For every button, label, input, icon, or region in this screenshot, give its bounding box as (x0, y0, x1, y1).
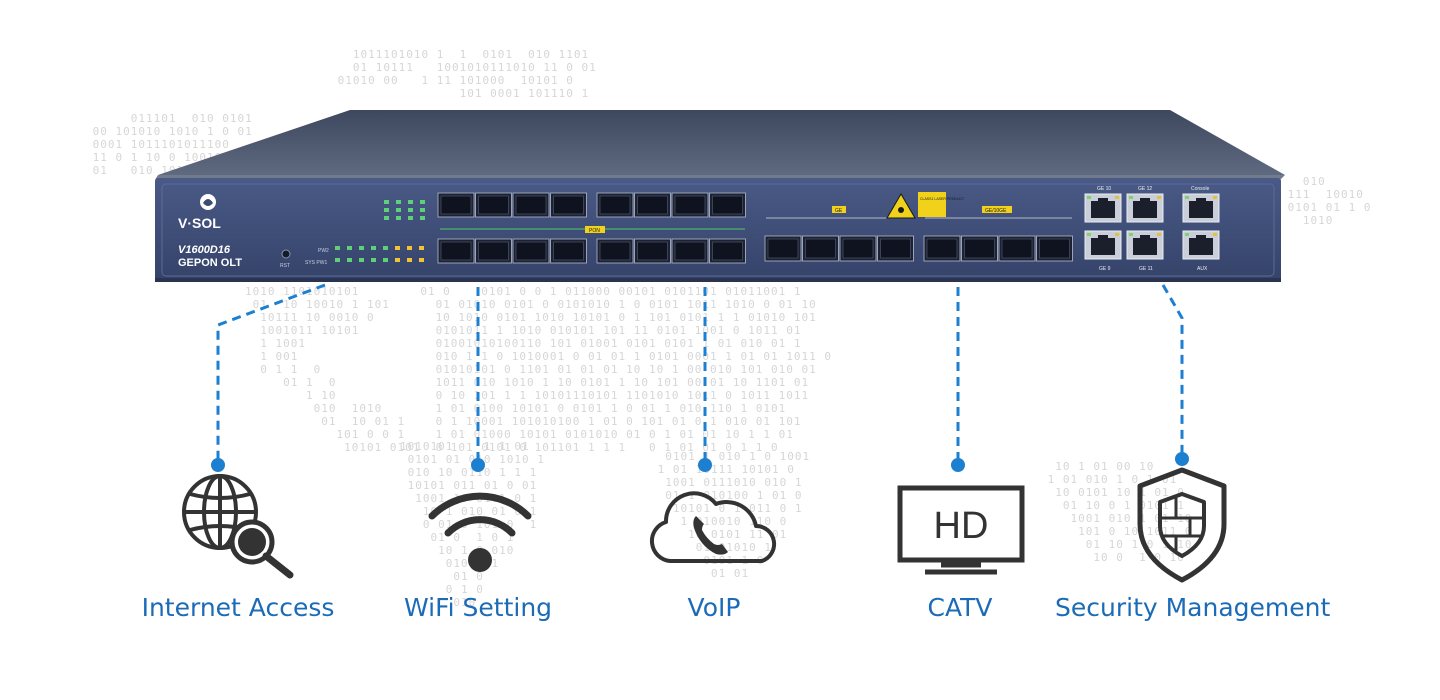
ge-label: GE (835, 208, 843, 214)
connector-internet (216, 283, 326, 462)
led (396, 200, 401, 204)
aux-label: AUX (1197, 266, 1208, 272)
rst-label: RST (280, 263, 290, 269)
sys-pw1-label: SYS PW1 (305, 260, 327, 266)
caption-security-management: Security Management (1055, 593, 1331, 622)
led (335, 258, 340, 262)
connector-dot-internet (211, 458, 225, 472)
shield-icon (1137, 467, 1227, 583)
device-top-lid (158, 110, 1285, 175)
led (419, 246, 424, 250)
ge-label-badge (832, 206, 846, 213)
status-leds (335, 200, 425, 262)
led (408, 200, 413, 204)
laser-warning-icon (886, 193, 916, 219)
led (359, 258, 364, 262)
led (420, 208, 425, 212)
binary-background-left: 011101 010 0101 00 101010 1010 1 0 01 00… (92, 112, 253, 177)
pw2-label: PW2 (318, 248, 329, 254)
led (347, 246, 352, 250)
caption-voip: VoIP (687, 593, 741, 622)
cloud-phone-icon (649, 491, 777, 563)
led (384, 200, 389, 204)
binary-background-top: 1011101010 1 1 0101 010 1101 01 10111 10… (337, 48, 597, 100)
led (347, 258, 352, 262)
device-type-text: GEPON OLT (178, 257, 242, 269)
ge11-port-label: GE 11 (1139, 266, 1153, 272)
ge9-port-label: GE 9 (1099, 266, 1111, 272)
caption-internet-access: Internet Access (141, 593, 335, 622)
led (384, 216, 389, 220)
led (395, 246, 400, 250)
laser-class-label (918, 192, 946, 217)
globe-search-icon (182, 474, 294, 579)
wifi-icon (428, 492, 532, 572)
connector-dot-voip (698, 458, 712, 472)
vsol-logo-icon (200, 194, 216, 210)
led (395, 258, 400, 262)
connector-security (1161, 284, 1184, 456)
led (408, 208, 413, 212)
led (396, 208, 401, 212)
led (359, 246, 364, 250)
binary-background-mid: 0101 1 010 1 0 1001 1 01 10111 10101 0 1… (657, 450, 811, 580)
console-label: Console (1191, 186, 1210, 192)
ethernet-ports (1084, 193, 1220, 260)
caption-catv: CATV (927, 593, 993, 622)
reset-button (281, 249, 291, 259)
led (420, 216, 425, 220)
ge10-label: GE/10GE (985, 208, 1007, 214)
ge12-port-label: GE 12 (1138, 186, 1152, 192)
pon-label-badge (585, 226, 605, 233)
led (419, 258, 424, 262)
binary-background-center: 1010 1101010101 01 0 0101 0 0 1 011000 0… (245, 285, 832, 454)
pon-ports (437, 192, 746, 264)
pon-label: PON (589, 228, 600, 234)
connector-dot-wifi (471, 458, 485, 472)
laser-text: CLASS1 LASER PRODUCT (920, 197, 965, 201)
ge10-label-badge (982, 206, 1012, 213)
hd-tv-icon: HD (897, 485, 1025, 575)
led (371, 246, 376, 250)
hd-icon-text: HD (934, 505, 989, 547)
led (335, 246, 340, 250)
led (384, 208, 389, 212)
connector-dot-catv (951, 458, 965, 472)
ge10-port-label: GE 10 (1097, 186, 1111, 192)
binary-background-right: 010 111 10010 0101 01 1 0 1010 (1287, 175, 1372, 227)
brand-text: V·SOL (178, 215, 221, 231)
led (383, 246, 388, 250)
led (407, 258, 412, 262)
ge-sfp-ports (764, 217, 1073, 262)
led (383, 258, 388, 262)
led (408, 216, 413, 220)
led (407, 246, 412, 250)
led (371, 258, 376, 262)
led (396, 216, 401, 220)
caption-wifi-setting: WiFi Setting (403, 593, 553, 622)
led (420, 200, 425, 204)
model-text: V1600D16 (178, 244, 231, 256)
connector-dot-security (1175, 452, 1189, 466)
